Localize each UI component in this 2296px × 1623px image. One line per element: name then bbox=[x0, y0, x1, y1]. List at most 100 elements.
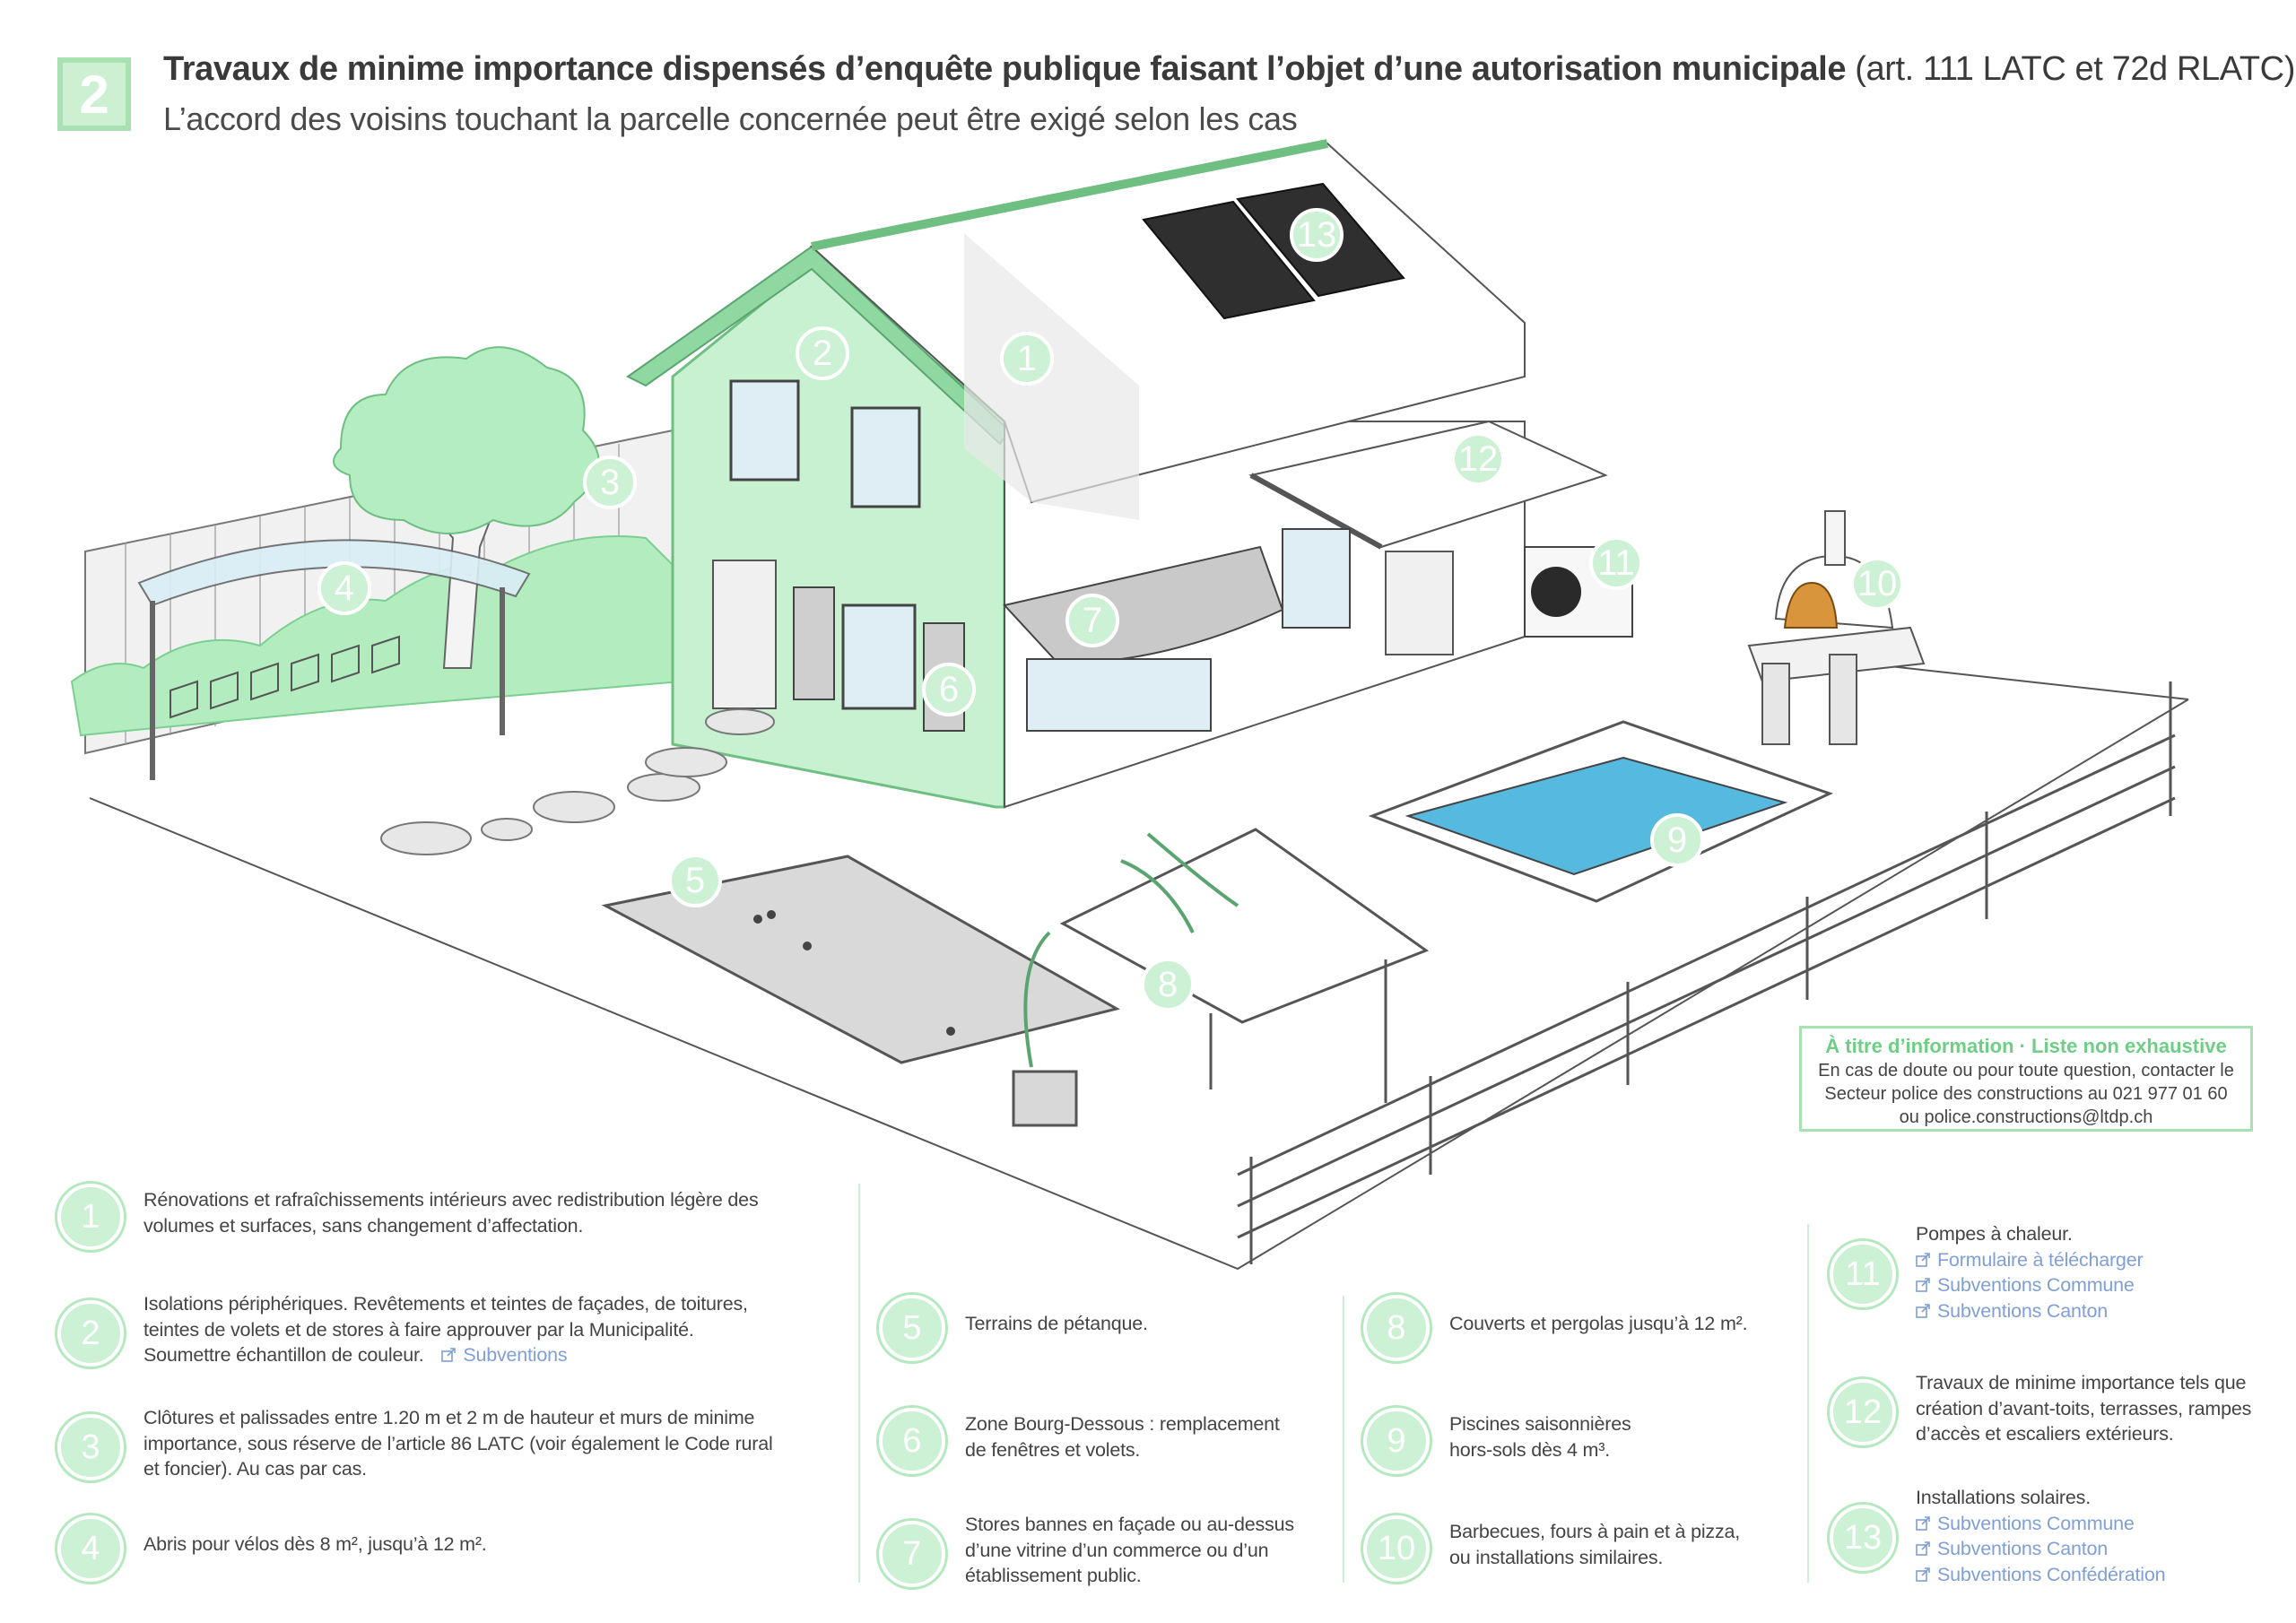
marker-1-label: 1 bbox=[1017, 339, 1037, 378]
fence-front bbox=[1237, 681, 2176, 1264]
subventions-link[interactable]: Subventions bbox=[441, 1344, 568, 1366]
legend-number-1: 1 bbox=[57, 1184, 124, 1250]
marker-4: 4 bbox=[317, 561, 371, 615]
marker-12-label: 12 bbox=[1458, 439, 1499, 479]
subventions-confederation-link-label: Subventions Confédération bbox=[1937, 1563, 2166, 1585]
marker-1: 1 bbox=[1000, 332, 1054, 386]
legend-text-10: Barbecues, fours à pain et à pizza, ou i… bbox=[1449, 1515, 1740, 1570]
legend-text-11: Pompes à chaleur. Formulaire à télécharg… bbox=[1916, 1221, 2144, 1324]
legend-2-line-3: Soumettre échantillon de couleur. Subven… bbox=[144, 1342, 748, 1368]
marker-9-label: 9 bbox=[1667, 820, 1687, 860]
legend-12-line-2: création d’avant-toits, terrasses, rampe… bbox=[1916, 1397, 2252, 1419]
legend-item-12: 12 Travaux de minime importance tels que… bbox=[1830, 1370, 2251, 1447]
subventions-canton-link[interactable]: Subventions Canton bbox=[1916, 1298, 2143, 1324]
info-box-title: À titre d’information · Liste non exhaus… bbox=[1825, 1035, 2227, 1057]
legend-number-7: 7 bbox=[879, 1521, 945, 1587]
legend-3-line-1: Clôtures et palissades entre 1.20 m et 2… bbox=[144, 1407, 755, 1428]
legend-7-line-3: établissement public. bbox=[965, 1565, 1142, 1586]
subventions-confederation-link[interactable]: Subventions Confédération bbox=[1916, 1562, 2166, 1588]
legend-text-2: Isolations périphériques. Revêtements et… bbox=[144, 1291, 748, 1368]
section-number: 2 bbox=[79, 64, 109, 125]
legend-item-5: 5 Terrains de pétanque. bbox=[879, 1295, 1148, 1361]
marker-6-label: 6 bbox=[939, 670, 959, 709]
marker-8: 8 bbox=[1141, 958, 1195, 1011]
legend-number-12: 12 bbox=[1830, 1379, 1896, 1445]
legend-item-8: 8 Couverts et pergolas jusqu’à 12 m². bbox=[1363, 1295, 1748, 1361]
diagram-markers: 1 2 3 4 5 6 7 8 9 10 11 12 13 bbox=[317, 208, 1904, 1011]
legend-item-6: 6 Zone Bourg-Dessous : remplacement de f… bbox=[879, 1408, 1280, 1474]
column-divider-2 bbox=[1343, 1296, 1344, 1583]
legend-6-line-1: Zone Bourg-Dessous : remplacement bbox=[965, 1413, 1280, 1435]
legend-5-line-1: Terrains de pétanque. bbox=[965, 1313, 1148, 1334]
marker-7: 7 bbox=[1065, 594, 1119, 647]
info-box-line-2: Secteur police des constructions au 021 … bbox=[1824, 1084, 2228, 1104]
page-title-reference: (art. 111 LATC et 72d RLATC) bbox=[1846, 50, 2295, 88]
marker-8-label: 8 bbox=[1158, 965, 1178, 1004]
subventions-canton-link[interactable]: Subventions Canton bbox=[1916, 1536, 2165, 1562]
legend-2-line-1: Isolations périphériques. Revêtements et… bbox=[144, 1293, 748, 1315]
solar-panels bbox=[1142, 200, 1316, 320]
marker-6: 6 bbox=[922, 663, 976, 716]
marker-12: 12 bbox=[1451, 432, 1505, 486]
pool bbox=[1368, 720, 1834, 903]
legend-text-1: Rénovations et rafraîchissements intérie… bbox=[144, 1184, 759, 1238]
info-box: À titre d’information · Liste non exhaus… bbox=[1799, 1026, 2253, 1132]
legend-item-1: 1 Rénovations et rafraîchissements intér… bbox=[57, 1184, 759, 1250]
marker-11: 11 bbox=[1589, 536, 1643, 590]
subventions-link-label: Subventions bbox=[463, 1344, 568, 1366]
legend-text-4: Abris pour vélos dès 8 m², jusqu’à 12 m²… bbox=[144, 1515, 487, 1558]
legend-2-line-2: teintes de volets et de stores à faire a… bbox=[144, 1318, 694, 1341]
external-link-icon bbox=[1916, 1303, 1930, 1318]
marker-3: 3 bbox=[583, 456, 637, 509]
bike-shelter bbox=[137, 539, 531, 780]
legend-3-line-2: importance, sous réserve de l’article 86… bbox=[144, 1432, 773, 1454]
marker-7-label: 7 bbox=[1083, 601, 1102, 640]
legend-item-13: 13 Installations solaires. Subventions C… bbox=[1830, 1485, 2166, 1588]
legend-10-line-2: ou installations similaires. bbox=[1449, 1546, 1664, 1568]
legend-number-8: 8 bbox=[1363, 1295, 1430, 1361]
legend-7-line-2: d’une vitrine d’un commerce ou d’un bbox=[965, 1539, 1269, 1561]
legend-9-line-2: hors-sols dès 4 m³. bbox=[1449, 1438, 1611, 1461]
legend-number-10: 10 bbox=[1363, 1515, 1430, 1582]
legend-text-12: Travaux de minime importance tels que cr… bbox=[1916, 1370, 2251, 1447]
subventions-commune-link[interactable]: Subventions Commune bbox=[1916, 1511, 2165, 1537]
external-link-icon bbox=[1916, 1567, 1930, 1582]
stepping-stones bbox=[380, 708, 775, 855]
external-link-icon bbox=[1916, 1278, 1930, 1292]
formulaire-link-label: Formulaire à télécharger bbox=[1937, 1248, 2144, 1271]
external-link-icon bbox=[1916, 1252, 1930, 1267]
legend-number-4: 4 bbox=[57, 1515, 124, 1582]
subventions-commune-link[interactable]: Subventions Commune bbox=[1916, 1272, 2143, 1298]
legend-11-line-1: Pompes à chaleur. bbox=[1916, 1223, 2073, 1245]
bread-oven bbox=[1747, 510, 1926, 745]
external-link-icon bbox=[441, 1348, 457, 1362]
legend-2-line-3-text: Soumettre échantillon de couleur. bbox=[144, 1344, 424, 1366]
legend-item-10: 10 Barbecues, fours à pain et à pizza, o… bbox=[1363, 1515, 1740, 1582]
page-title-main: Travaux de minime importance dispensés d… bbox=[163, 50, 1847, 88]
marker-9: 9 bbox=[1650, 813, 1704, 867]
marker-2-label: 2 bbox=[813, 334, 832, 373]
legend-10-line-1: Barbecues, fours à pain et à pizza, bbox=[1449, 1521, 1741, 1542]
legend-number-5: 5 bbox=[879, 1295, 945, 1361]
legend-text-9: Piscines saisonnières hors-sols dès 4 m³… bbox=[1449, 1408, 1631, 1462]
section-number-badge: 2 bbox=[57, 57, 131, 131]
legend-9-line-1: Piscines saisonnières bbox=[1449, 1413, 1631, 1435]
legend-6-line-2: de fenêtres et volets. bbox=[965, 1438, 1141, 1461]
column-divider-1 bbox=[858, 1184, 860, 1583]
legend-text-7: Stores bannes en façade ou au-dessus d’u… bbox=[965, 1512, 1294, 1589]
info-box-line-1: En cas de doute ou pour toute question, … bbox=[1818, 1061, 2234, 1081]
legend-text-5: Terrains de pétanque. bbox=[965, 1295, 1148, 1337]
marker-10-label: 10 bbox=[1857, 564, 1898, 603]
legend-item-4: 4 Abris pour vélos dès 8 m², jusqu’à 12 … bbox=[57, 1515, 487, 1582]
marker-10: 10 bbox=[1850, 557, 1904, 611]
formulaire-link[interactable]: Formulaire à télécharger bbox=[1916, 1247, 2144, 1273]
legend-1-line-1: Rénovations et rafraîchissements intérie… bbox=[144, 1189, 759, 1211]
page-subtitle: L’accord des voisins touchant la parcell… bbox=[163, 100, 1298, 137]
legend-text-3: Clôtures et palissades entre 1.20 m et 2… bbox=[144, 1405, 773, 1482]
marker-3-label: 3 bbox=[600, 463, 620, 502]
legend-number-13: 13 bbox=[1830, 1505, 1896, 1571]
external-link-icon bbox=[1916, 1515, 1930, 1531]
legend-8-line-1: Couverts et pergolas jusqu’à 12 m². bbox=[1449, 1313, 1748, 1334]
marker-4-label: 4 bbox=[335, 568, 354, 608]
legend-text-6: Zone Bourg-Dessous : remplacement de fen… bbox=[965, 1408, 1280, 1462]
